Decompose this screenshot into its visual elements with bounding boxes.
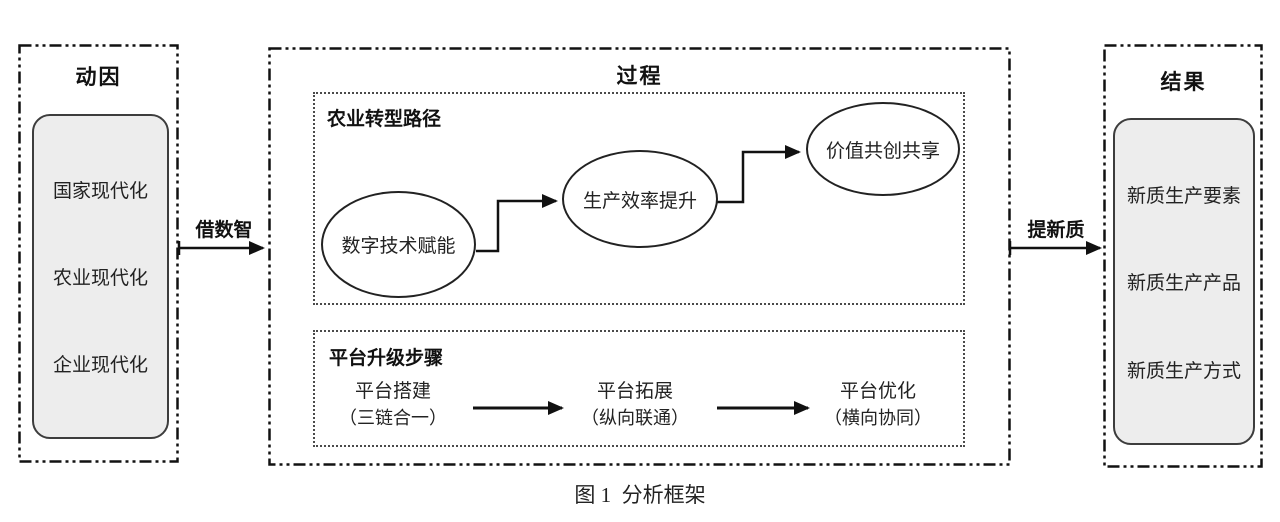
- result-box-title: 结果: [1160, 71, 1207, 94]
- upgrade-step-expand: 平台拓展 （纵向联通）: [550, 379, 720, 431]
- transformation-node-value-sharing: 价值共创共享: [806, 102, 960, 196]
- upgrade-step-build-name: 平台搭建: [354, 381, 431, 402]
- output-arrow-label: 提新质: [1027, 220, 1085, 241]
- transformation-connector-1: [476, 194, 558, 253]
- motivation-box-title: 动因: [75, 66, 122, 89]
- upgrade-step-optimize-detail: （横向协同）: [824, 408, 932, 428]
- result-item-products: 新质生产产品: [1126, 273, 1241, 294]
- process-box-title: 过程: [616, 65, 663, 88]
- result-panel: 新质生产要素 新质生产产品 新质生产方式: [1113, 118, 1255, 445]
- transformation-subbox: [313, 92, 965, 305]
- result-box-border: [1103, 44, 1263, 468]
- input-arrow-label: 借数智: [195, 220, 253, 241]
- transformation-node-efficiency: 生产效率提升: [562, 150, 718, 248]
- motivation-box-border: [18, 44, 179, 463]
- motivation-item-national: 国家现代化: [52, 181, 148, 202]
- process-box-border: [268, 47, 1011, 466]
- result-item-factors: 新质生产要素: [1126, 185, 1241, 207]
- upgrade-step-build: 平台搭建 （三链合一）: [308, 379, 478, 431]
- upgrade-step-build-detail: （三链合一）: [339, 408, 447, 428]
- upgrade-step-expand-detail: （纵向联通）: [581, 408, 689, 428]
- motivation-item-enterprise: 企业现代化: [52, 355, 148, 376]
- upgrade-subbox-title: 平台升级步骤: [329, 348, 444, 369]
- transformation-connector-2: [717, 145, 801, 204]
- figure-caption: 图 1 分析框架: [574, 483, 706, 507]
- motivation-panel: 国家现代化 农业现代化 企业现代化: [32, 114, 169, 439]
- upgrade-step-optimize: 平台优化 （横向协同）: [793, 379, 963, 431]
- transformation-subbox-title: 农业转型路径: [327, 109, 442, 130]
- upgrade-subbox: [313, 330, 965, 447]
- upgrade-step-expand-name: 平台拓展: [596, 381, 673, 402]
- upgrade-step-optimize-name: 平台优化: [839, 381, 916, 402]
- motivation-item-agriculture: 农业现代化: [52, 268, 148, 289]
- result-item-methods: 新质生产方式: [1126, 360, 1241, 382]
- transformation-node-digital-tech: 数字技术赋能: [321, 191, 476, 298]
